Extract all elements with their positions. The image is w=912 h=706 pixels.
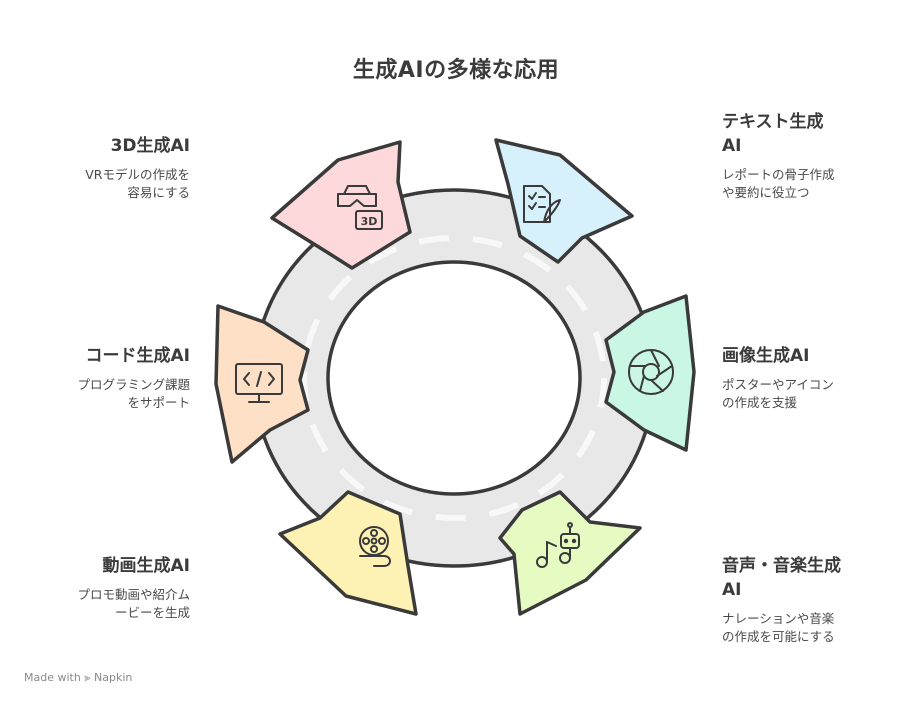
svg-text:3D: 3D (361, 215, 378, 228)
segment-3d[interactable]: 3D (270, 140, 412, 270)
label-video: 動画生成AI プロモ動画や紹介ム ービーを生成 (40, 554, 190, 622)
segment-code[interactable] (214, 304, 310, 464)
segment-video[interactable] (278, 490, 418, 616)
camera-aperture-icon (628, 349, 674, 395)
segment-image[interactable] (604, 294, 696, 452)
label-video-desc: プロモ動画や紹介ム ービーを生成 (77, 587, 190, 620)
label-image-title: 画像生成AI (722, 346, 810, 366)
label-image: 画像生成AI ポスターやアイコン の作成を支援 (722, 344, 872, 412)
napkin-brand: Napkin (94, 671, 133, 684)
label-3d-title: 3D生成AI (110, 136, 190, 156)
checklist-quill-icon (523, 185, 561, 223)
napkin-logo-icon: ⫸ (84, 671, 91, 684)
label-video-title: 動画生成AI (102, 556, 190, 576)
label-code: コード生成AI プログラミング課題 をサポート (40, 344, 190, 412)
robot-music-note-icon (536, 522, 580, 568)
made-with-footer[interactable]: Made with ⫸ Napkin (24, 671, 132, 685)
label-3d: 3D生成AI VRモデルの作成を 容易にする (40, 134, 190, 202)
label-audio-title: 音声・音楽生成 AI (722, 556, 841, 600)
segment-audio[interactable] (498, 490, 642, 616)
label-code-title: コード生成AI (85, 346, 190, 366)
made-with-text: Made with (24, 671, 81, 684)
label-text: テキスト生成 AI レポートの骨子作成 や要約に役立つ (722, 110, 872, 202)
segment-text[interactable] (494, 138, 634, 264)
label-text-desc: レポートの骨子作成 や要約に役立つ (722, 167, 835, 200)
label-audio: 音声・音楽生成 AI ナレーションや音楽 の作成を可能にする (722, 554, 872, 646)
label-text-title: テキスト生成 AI (722, 112, 824, 156)
label-image-desc: ポスターやアイコン の作成を支援 (722, 377, 834, 410)
label-code-desc: プログラミング課題 をサポート (77, 377, 190, 410)
label-audio-desc: ナレーションや音楽 の作成を可能にする (722, 611, 835, 644)
code-monitor-icon (235, 363, 283, 403)
page-title: 生成AIの多様な応用 (352, 58, 560, 83)
film-reel-icon (359, 526, 391, 567)
label-3d-desc: VRモデルの作成を 容易にする (85, 167, 190, 200)
ring-connectors (252, 188, 656, 568)
vr-goggles-3d-icon: 3D (337, 185, 383, 230)
